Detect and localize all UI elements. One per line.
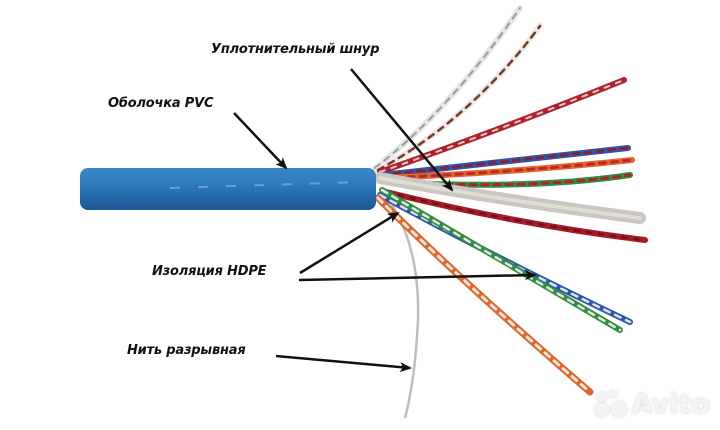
arrow-pvc: [233, 112, 288, 170]
pvc-jacket: [80, 168, 376, 210]
label-pvc-jacket: Оболочка PVC: [108, 96, 214, 111]
ripcord: [390, 204, 420, 419]
arrow-sealing-cord: [350, 68, 454, 192]
avito-text: Avito: [631, 389, 710, 420]
avito-watermark: Avito: [594, 389, 710, 420]
arrow-hdpe-2: [298, 270, 537, 282]
label-hdpe-insulation: Изоляция HDPE: [152, 264, 267, 279]
annotation-arrows: [233, 68, 537, 373]
arrow-ripcord: [275, 354, 412, 373]
label-ripcord: Нить разрывная: [127, 343, 246, 358]
label-sealing-cord: Уплотнительный шнур: [211, 42, 380, 57]
avito-logo-icon: [594, 389, 629, 420]
upper-pairs: [372, 5, 635, 188]
arrow-hdpe-1: [299, 211, 400, 275]
